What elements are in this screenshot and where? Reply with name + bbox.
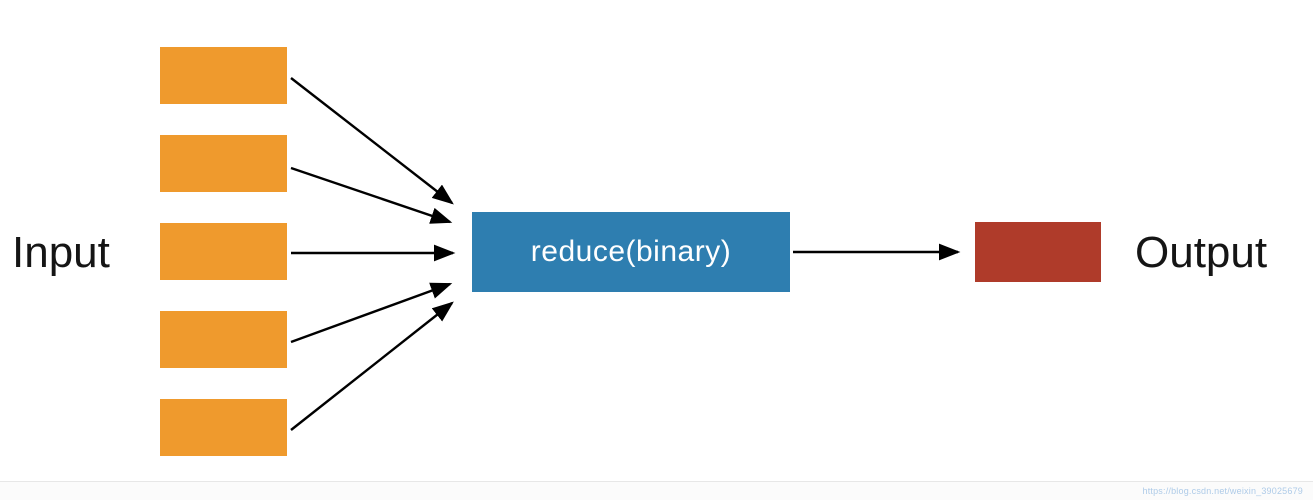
input-box-5 <box>160 399 287 456</box>
input-box-4 <box>160 311 287 368</box>
arrow-input-5 <box>290 301 454 431</box>
input-box-1 <box>160 47 287 104</box>
footer-bar: https://blog.csdn.net/weixin_39025679 <box>0 481 1313 500</box>
input-label: Input <box>12 228 110 277</box>
arrow-input-4 <box>290 282 453 344</box>
arrow-input-1 <box>290 77 454 205</box>
reduce-node: reduce(binary) <box>472 212 790 292</box>
input-box-3 <box>160 223 287 280</box>
output-box <box>975 222 1101 282</box>
arrow-input-2 <box>290 166 453 224</box>
watermark-text: https://blog.csdn.net/weixin_39025679 <box>1142 486 1303 496</box>
input-boxes-column <box>160 47 287 456</box>
reduce-node-label: reduce(binary) <box>530 235 732 268</box>
output-label: Output <box>1135 228 1268 277</box>
input-box-2 <box>160 135 287 192</box>
